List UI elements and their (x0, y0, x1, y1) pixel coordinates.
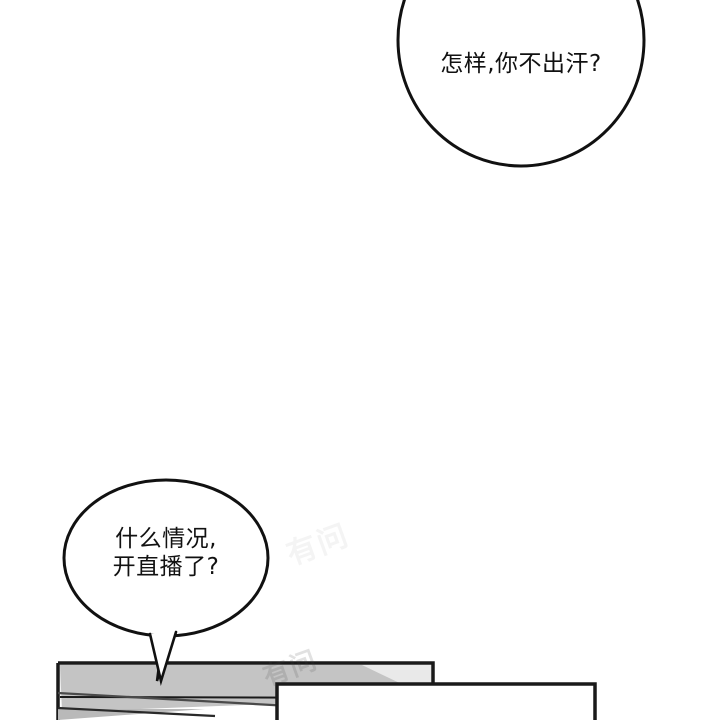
lower-gray-strip (57, 706, 216, 720)
speech-bubble-one (396, 0, 646, 168)
speech-bubble-two (62, 478, 270, 686)
white-rectangular-panel (275, 682, 597, 720)
